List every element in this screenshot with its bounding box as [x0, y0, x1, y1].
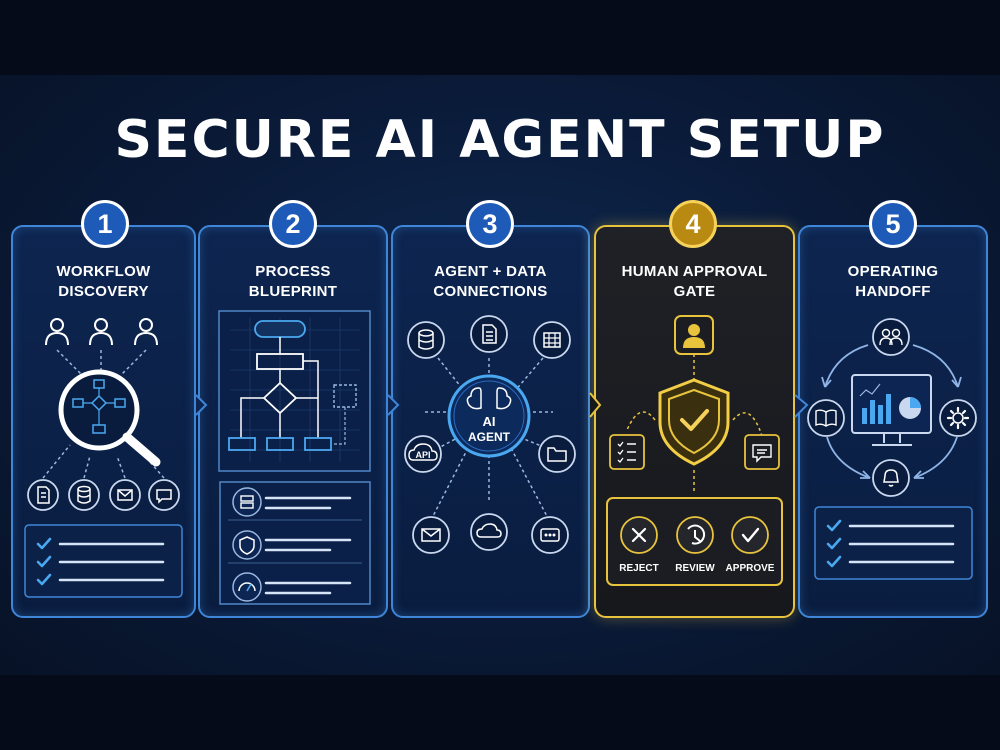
user-icon [134, 318, 158, 346]
checklist-icon [609, 434, 645, 470]
step-title-1: WORKFLOW DISCOVERY [11, 262, 196, 302]
checklist-icon [814, 506, 973, 580]
ai-agent-label-line1: AI [483, 414, 496, 429]
connector-arrow-gold [589, 392, 602, 418]
chat-icon [744, 434, 780, 470]
step-title-line: HANDOFF [855, 283, 931, 300]
page-title: SECURE AI AGENT SETUP [114, 110, 886, 170]
step-title-line: CONNECTIONS [433, 283, 548, 300]
shield-check-icon [658, 378, 730, 466]
step-number-badge-1: 1 [81, 200, 129, 248]
magnifier-flowchart-icon [58, 369, 161, 467]
step-title-line: OPERATING [847, 263, 939, 280]
reject-label: REJECT [619, 563, 658, 574]
folder-icon [538, 435, 576, 473]
approve-label: APPROVE [726, 563, 775, 574]
step-number-badge-4: 4 [669, 200, 717, 248]
connector-arrows [195, 394, 809, 418]
cycle-arrows [821, 344, 962, 479]
x-icon[interactable] [620, 516, 658, 554]
step-title-line: WORKFLOW [56, 263, 151, 280]
step-title-line: PROCESS [255, 263, 331, 280]
document-icon [470, 315, 508, 353]
gauge-icon [232, 572, 262, 602]
step-title-3: AGENT + DATA CONNECTIONS [391, 262, 590, 302]
bell-icon [872, 459, 910, 497]
ai-agent-label-line2: AGENT [468, 430, 511, 444]
book-icon [807, 399, 845, 437]
user-icon [89, 318, 113, 346]
document-icon [27, 479, 59, 511]
monitor-chart-icon [851, 374, 932, 446]
api-cloud-icon: API [404, 435, 442, 473]
dashed-links-gold [626, 354, 763, 492]
step-title-line: GATE [673, 283, 716, 300]
more-icon [531, 516, 569, 554]
check-icon[interactable] [731, 516, 769, 554]
shield-icon [232, 530, 262, 560]
step-number-badge-3: 3 [466, 200, 514, 248]
review-label: REVIEW [675, 563, 715, 574]
step-title-line: AGENT + DATA [434, 263, 547, 280]
api-label: API [415, 450, 430, 460]
server-icon [232, 487, 262, 517]
step-title-line: HUMAN APPROVAL [621, 263, 768, 280]
gear-icon [939, 399, 977, 437]
step-number-badge-2: 2 [269, 200, 317, 248]
step-title-5: OPERATING HANDOFF [798, 262, 988, 302]
step-number-badge-5: 5 [869, 200, 917, 248]
table-icon [533, 321, 571, 359]
cloud-icon [470, 513, 508, 551]
chat-icon [148, 479, 180, 511]
mail-icon [109, 479, 141, 511]
step-title-4: HUMAN APPROVAL GATE [594, 262, 795, 302]
step-title-line: BLUEPRINT [248, 283, 338, 300]
database-icon [68, 479, 100, 511]
flowchart-icon [218, 310, 371, 472]
ai-brain-icon: AI AGENT [447, 374, 531, 458]
database-icon [407, 321, 445, 359]
checklist-icon [24, 524, 183, 598]
mail-icon [412, 516, 450, 554]
team-icon [872, 318, 910, 356]
user-icon [674, 315, 714, 355]
user-icon [45, 318, 69, 346]
clock-icon[interactable] [676, 516, 714, 554]
step-title-2: PROCESS BLUEPRINT [198, 262, 388, 302]
step-title-line: DISCOVERY [58, 283, 149, 300]
